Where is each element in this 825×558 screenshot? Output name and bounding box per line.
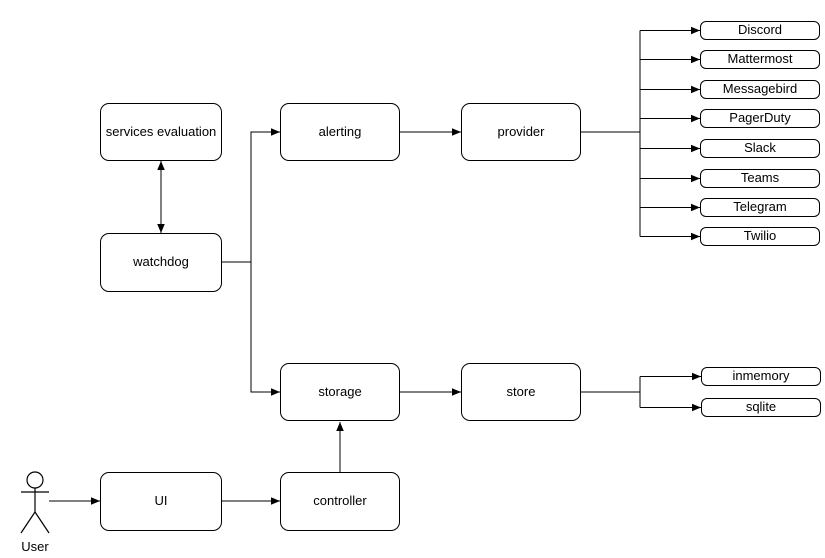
node-provider-teams-label: Teams (740, 170, 780, 186)
node-storage: storage (280, 363, 400, 421)
node-storage-label: storage (318, 383, 362, 399)
node-provider-slack-label: Slack (744, 140, 776, 156)
user-actor-label: User (21, 539, 49, 554)
node-store-sqlite: sqlite (701, 398, 821, 417)
node-provider-pagerduty: PagerDuty (700, 109, 820, 128)
node-provider-label: provider (497, 123, 545, 139)
edge-watchdog-storage (250, 262, 280, 396)
node-controller: controller (280, 472, 400, 531)
node-provider-slack: Slack (700, 139, 820, 158)
node-ui-label: UI (154, 493, 168, 509)
node-services-evaluation: services evaluation (100, 103, 222, 161)
node-provider-messagebird-label: Messagebird (722, 81, 798, 97)
edge-watchdog-alerting (250, 128, 280, 262)
node-provider-discord-label: Discord (737, 22, 783, 38)
node-store: store (461, 363, 581, 421)
node-provider-telegram-label: Telegram (733, 199, 787, 215)
node-alerting: alerting (280, 103, 400, 161)
node-provider-pagerduty-label: PagerDuty (729, 110, 791, 126)
node-provider-discord: Discord (700, 21, 820, 40)
node-watchdog: watchdog (100, 233, 222, 292)
node-store-inmemory-label: inmemory (732, 368, 790, 384)
node-store-inmemory: inmemory (701, 367, 821, 386)
node-provider-twilio: Twilio (700, 227, 820, 246)
node-provider-mattermost-label: Mattermost (727, 51, 793, 67)
node-watchdog-label: watchdog (133, 254, 189, 270)
node-provider-teams: Teams (700, 169, 820, 188)
node-store-sqlite-label: sqlite (745, 399, 777, 415)
node-services-evaluation-label: services evaluation (105, 123, 217, 139)
user-actor-icon (20, 471, 50, 534)
node-provider-messagebird: Messagebird (700, 80, 820, 99)
node-alerting-label: alerting (318, 123, 362, 139)
node-ui: UI (100, 472, 222, 531)
node-provider-twilio-label: Twilio (743, 228, 777, 244)
node-provider-mattermost: Mattermost (700, 50, 820, 69)
node-provider-telegram: Telegram (700, 198, 820, 217)
node-store-label: store (506, 383, 536, 399)
node-provider: provider (461, 103, 581, 161)
node-controller-label: controller (313, 493, 367, 509)
